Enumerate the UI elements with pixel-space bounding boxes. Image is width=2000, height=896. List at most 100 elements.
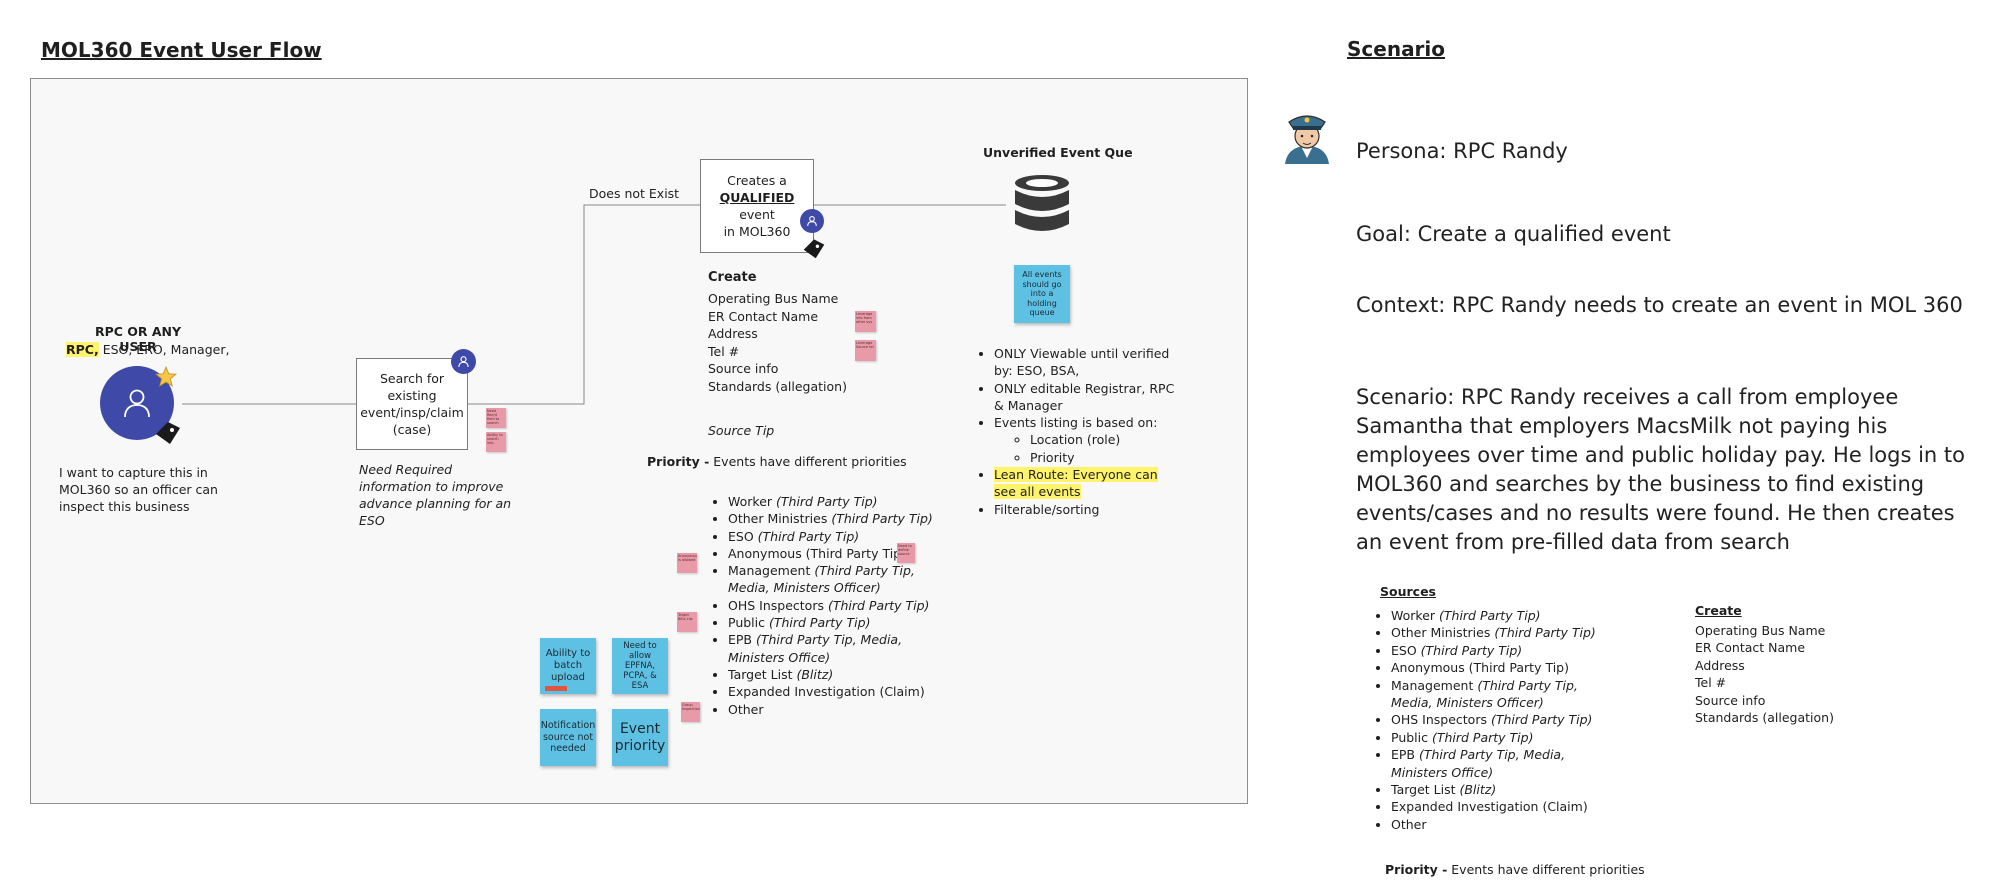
create-step-avatar	[800, 209, 824, 233]
right-source-item: Target List (Blitz)	[1391, 781, 1605, 798]
source-item: Anonymous (Third Party Tip)	[728, 545, 942, 562]
create-field: Operating Bus Name	[708, 291, 839, 306]
source-item: Other	[728, 701, 942, 718]
database-icon	[1015, 175, 1069, 231]
source-item: EPB (Third Party Tip, Media, Ministers O…	[728, 631, 942, 666]
create-fields-list: Operating Bus Name ER Contact Name Addre…	[708, 290, 847, 395]
create-box-line1: Creates a	[727, 173, 787, 188]
scenario-context: Context: RPC Randy needs to create an ev…	[1356, 293, 1963, 317]
sticky-event-priority: Event priority	[612, 709, 668, 766]
queue-bullet: Events listing is based on: Location (ro…	[994, 414, 1178, 466]
search-step-label: Search for existing event/insp/claim (ca…	[360, 371, 464, 437]
right-source-item: Management (Third Party Tip, Media, Mini…	[1391, 677, 1605, 712]
right-priority-line: Priority - Events have different priorit…	[1385, 862, 1645, 877]
tag-icon	[156, 422, 180, 444]
sources-list: Worker (Third Party Tip) Other Ministrie…	[712, 493, 942, 718]
sources-sticky-note-a: Anonymous is allowed	[677, 553, 697, 573]
source-item: Expanded Investigation (Claim)	[728, 683, 942, 700]
right-source-item: EPB (Third Party Tip, Media, Ministers O…	[1391, 746, 1605, 781]
sticky-notification: Notification source not needed	[540, 709, 596, 766]
search-step-box[interactable]: Search for existing event/insp/claim (ca…	[356, 358, 468, 450]
sources-sticky-note-b: Need to define source	[897, 543, 915, 563]
priority-line: Priority - Events have different priorit…	[647, 454, 907, 469]
search-note: Need Required information to improve adv…	[359, 462, 512, 528]
create-fields-heading: Create	[708, 270, 757, 285]
scenario-title: Scenario	[1347, 37, 1446, 61]
scenario-persona: Persona: RPC Randy	[1356, 139, 1568, 163]
queue-bullet-lean-route: Lean Route: Everyone can see all events	[994, 466, 1178, 501]
source-item: Target List (Blitz)	[728, 666, 942, 683]
search-step-avatar	[451, 349, 476, 374]
source-tip: Source Tip	[708, 423, 775, 438]
scenario-goal: Goal: Create a qualified event	[1356, 222, 1671, 246]
right-create-field: Operating Bus Name	[1695, 623, 1826, 638]
create-field: Source info	[708, 361, 779, 376]
create-box-line2: event	[739, 207, 775, 222]
queue-sticky-note: All events should go into a holding queu…	[1014, 265, 1070, 323]
right-create-field: Standards (allegation)	[1695, 710, 1834, 726]
queue-title: Unverified Event Que	[983, 145, 1133, 160]
flow-title: MOL360 Event User Flow	[41, 38, 322, 62]
create-sticky-note-2: Leverage Source tel	[855, 340, 876, 361]
right-priority-label: Priority -	[1385, 862, 1448, 877]
right-source-item: ESO (Third Party Tip)	[1391, 642, 1605, 659]
user-roles-highlight: RPC,	[66, 342, 99, 357]
right-source-item: Other	[1391, 816, 1605, 833]
source-item: Management (Third Party Tip, Media, Mini…	[728, 562, 942, 597]
right-sources-list: Worker (Third Party Tip) Other Ministrie…	[1375, 607, 1605, 833]
source-item: Public (Third Party Tip)	[728, 614, 942, 631]
search-sticky-note-2: Ability to search info	[486, 432, 506, 452]
user-icon	[807, 216, 817, 226]
sources-sticky-note-e: Group Inspections	[681, 702, 700, 722]
right-source-item: Anonymous (Third Party Tip)	[1391, 659, 1605, 676]
user-icon	[458, 356, 469, 367]
user-roles: RPC, ESO, ERO, Manager,	[66, 342, 229, 357]
source-item: Worker (Third Party Tip)	[728, 493, 942, 510]
right-create-field: ER Contact Name	[1695, 640, 1806, 656]
queue-bullet: ONLY editable Registrar, RPC & Manager	[994, 380, 1178, 415]
create-box-qualified: QUALIFIED	[719, 190, 795, 205]
star-icon	[155, 366, 177, 387]
right-create-field: Tel #	[1695, 675, 1727, 691]
search-sticky-note-1: Need Req'd field to search	[486, 408, 506, 428]
create-field: Tel #	[708, 343, 740, 359]
priority-text: Events have different priorities	[709, 454, 907, 469]
source-item: Other Ministries (Third Party Tip)	[728, 510, 942, 527]
sources-sticky-note-c: Target Blitz List	[677, 612, 697, 632]
sticky-allow-epfna: Need to allow EPFNA, PCPA, & ESA	[612, 638, 668, 694]
create-box-line3: in MOL360	[723, 224, 791, 239]
queue-bullets: ONLY Viewable until verified by: ESO, BS…	[978, 345, 1178, 518]
right-priority-text: Events have different priorities	[1447, 862, 1645, 877]
create-field: ER Contact Name	[708, 308, 819, 324]
right-create-list: Operating Bus Name ER Contact Name Addre…	[1695, 622, 1834, 726]
source-item: ESO (Third Party Tip)	[728, 528, 942, 545]
right-source-item: Worker (Third Party Tip)	[1391, 607, 1605, 624]
queue-bullet: ONLY Viewable until verified by: ESO, BS…	[994, 345, 1178, 380]
right-source-item: Public (Third Party Tip)	[1391, 729, 1605, 746]
right-source-item: Expanded Investigation (Claim)	[1391, 798, 1605, 815]
sticky-batch-upload: Ability to batch upload	[540, 638, 596, 694]
create-sticky-note-1: Leverage info from other sys	[855, 311, 876, 332]
create-event-box[interactable]: Creates a QUALIFIED event in MOL360	[700, 159, 814, 253]
batch-upload-marker	[545, 686, 567, 691]
right-create-field: Address	[1695, 657, 1745, 673]
create-field: Address	[708, 326, 758, 341]
source-item: OHS Inspectors (Third Party Tip)	[728, 597, 942, 614]
priority-label: Priority -	[647, 454, 710, 469]
create-field: Standards (allegation)	[708, 378, 847, 394]
user-roles-rest: ESO, ERO, Manager,	[98, 342, 230, 357]
right-source-item: Other Ministries (Third Party Tip)	[1391, 624, 1605, 641]
right-sources-heading: Sources	[1380, 584, 1436, 599]
branch-label-does-not-exist: Does not Exist	[589, 186, 680, 201]
queue-sub-bullet: Location (role)	[1030, 431, 1178, 448]
queue-sub-bullet: Priority	[1030, 449, 1178, 466]
tag-icon	[803, 239, 825, 259]
police-officer-icon	[1285, 115, 1329, 164]
queue-bullet: Filterable/sorting	[994, 501, 1178, 518]
user-title: RPC OR ANY USER	[94, 324, 182, 354]
right-source-item: OHS Inspectors (Third Party Tip)	[1391, 711, 1605, 728]
scenario-text: Scenario: RPC Randy receives a call from…	[1356, 385, 1965, 554]
right-create-field: Source info	[1695, 692, 1766, 708]
user-caption: I want to capture this in MOL360 so an o…	[59, 465, 218, 514]
